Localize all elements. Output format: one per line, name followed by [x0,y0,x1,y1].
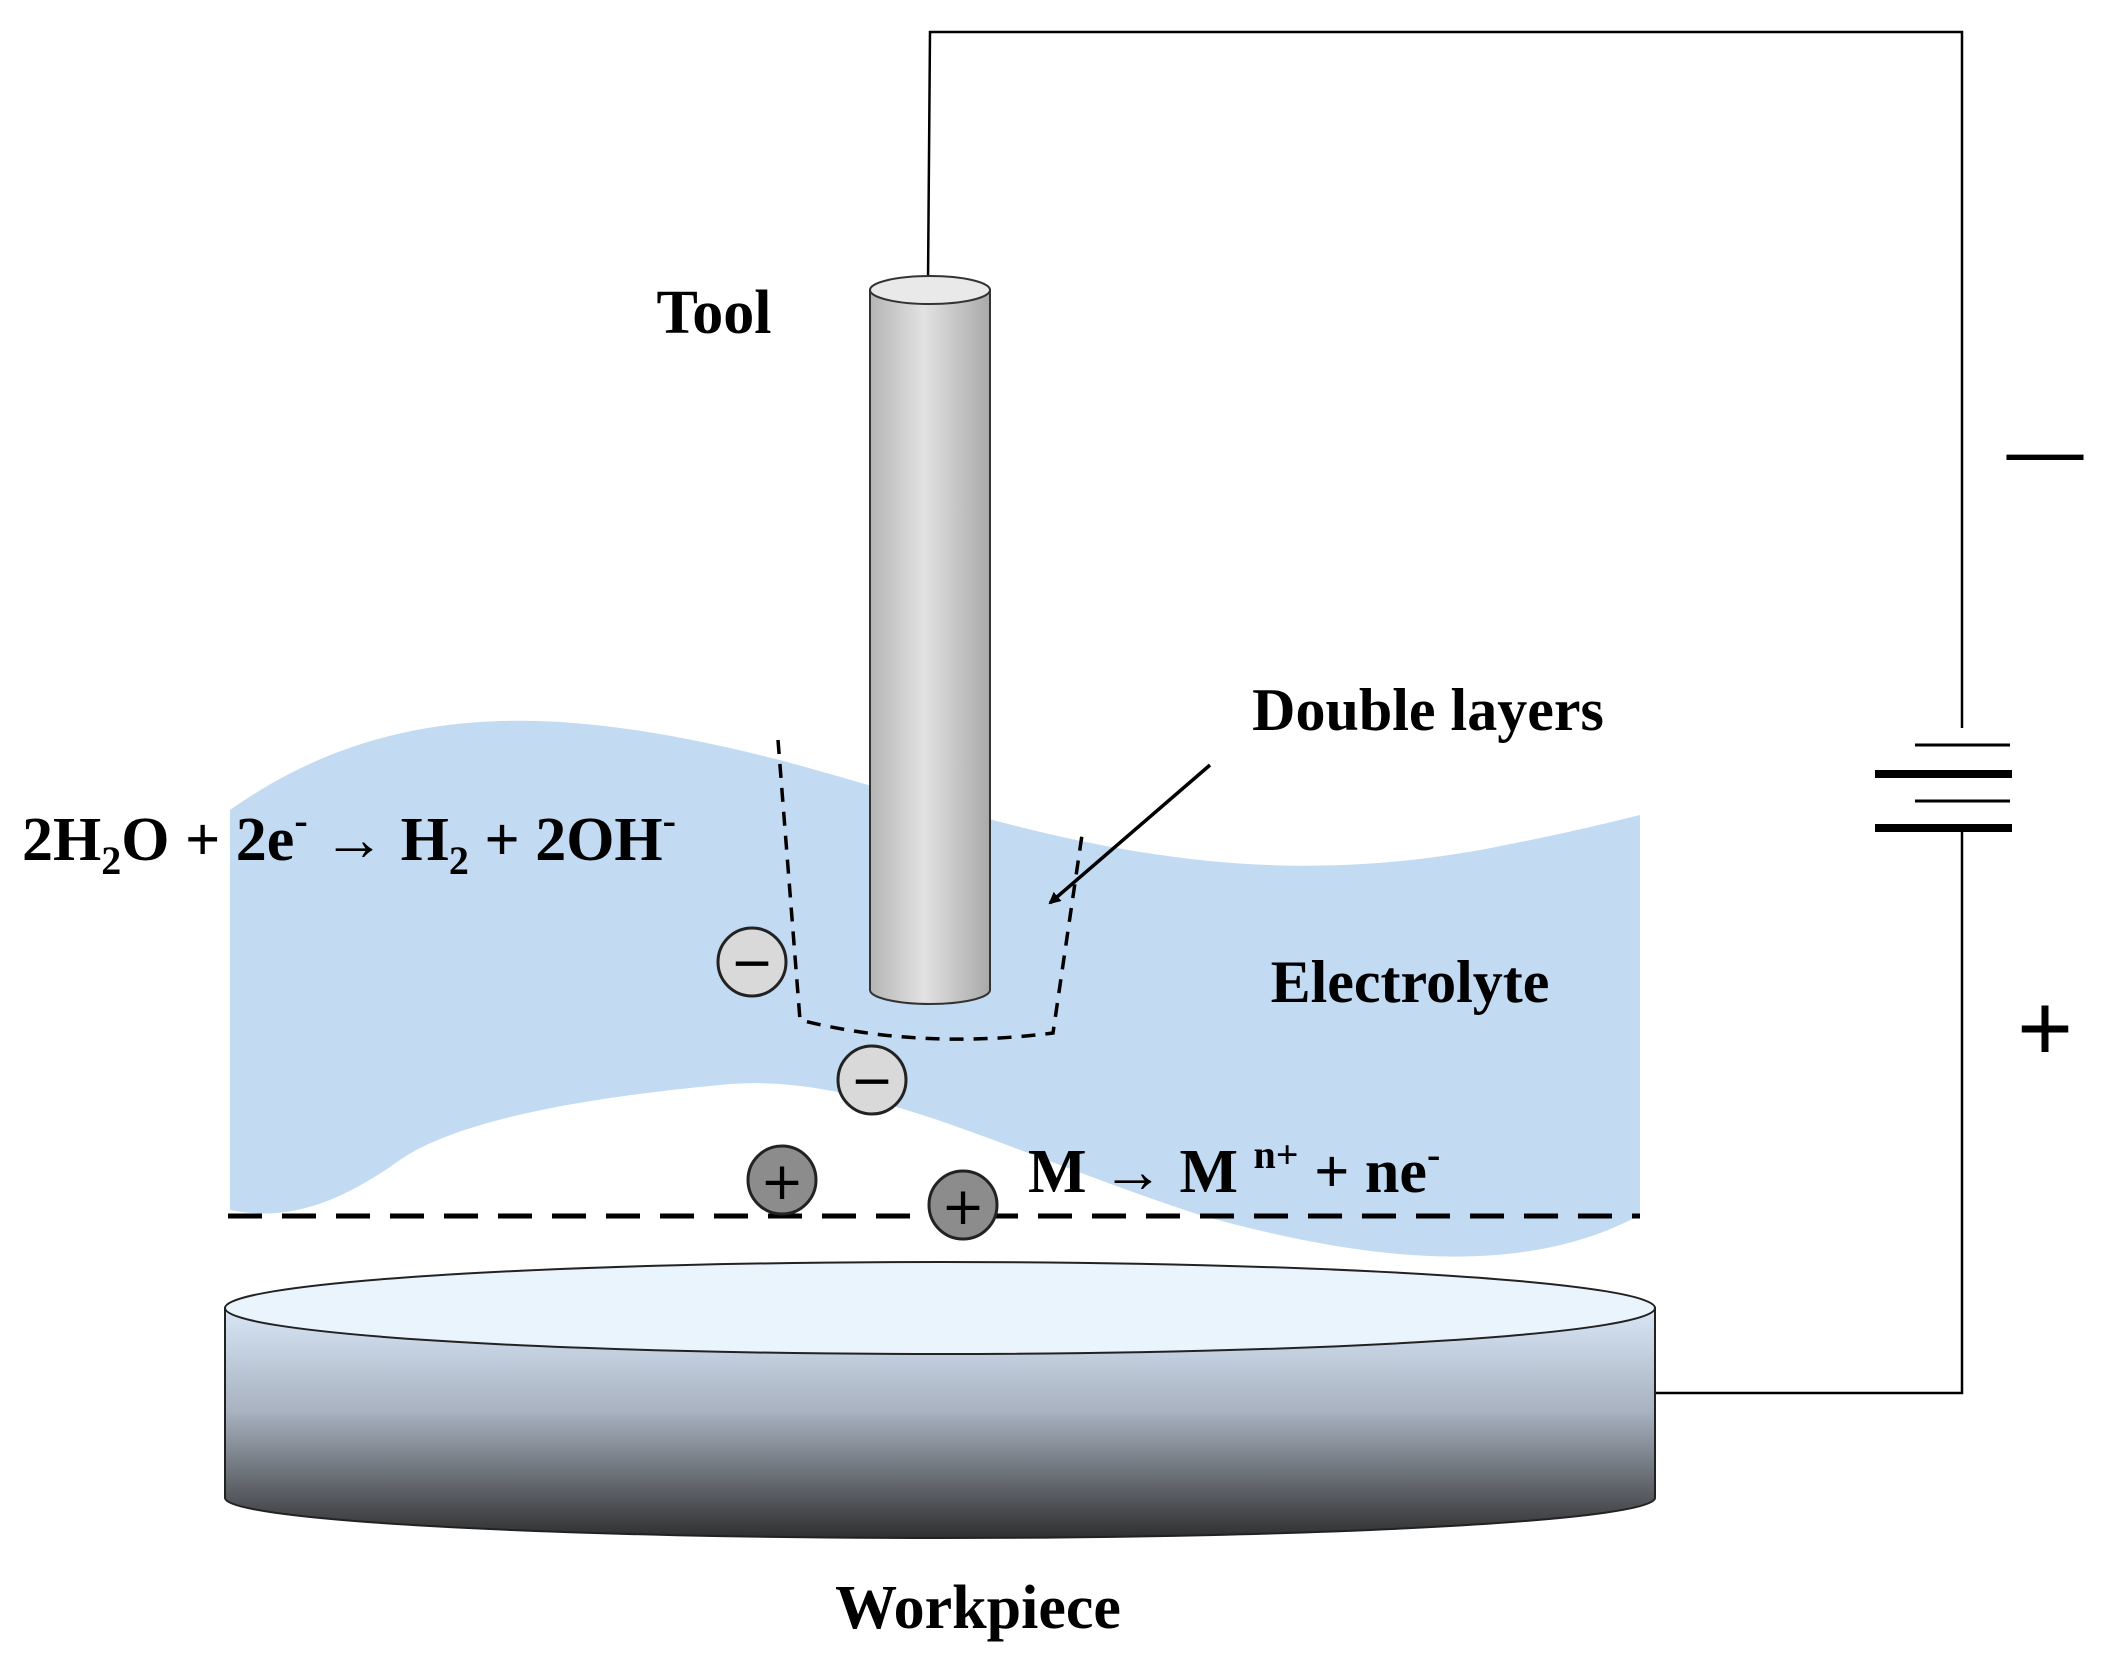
workpiece [224,1261,1656,1539]
workpiece-label: Workpiece [835,1574,1121,1642]
double-layer-boundary [776,739,1084,1041]
anode-reaction: M → M n+ + ne- [1028,1132,1440,1206]
double-layers-pointer [1048,763,1212,905]
positive-ion: + [746,1144,818,1216]
svg-text:+: + [941,1177,985,1237]
svg-text:+: + [760,1152,804,1212]
cathode-reaction: 2H2O + 2e- → H2 + 2OH- [22,798,676,883]
negative-ion: − [716,926,788,998]
positive-terminal-label: + [2017,973,2074,1084]
svg-text:−: − [730,933,774,993]
double-layers-label: Double layers [1252,677,1604,743]
negative-terminal-label: — [2006,408,2084,492]
battery-symbol [1875,743,2012,832]
electrolyte-label: Electrolyte [1271,949,1550,1015]
svg-text:−: − [850,1051,894,1111]
tool-label: Tool [657,279,772,347]
circuit-wire [926,30,1964,1395]
tool-electrode [869,275,991,1005]
positive-ion: + [927,1169,999,1241]
negative-ion: − [836,1044,908,1116]
